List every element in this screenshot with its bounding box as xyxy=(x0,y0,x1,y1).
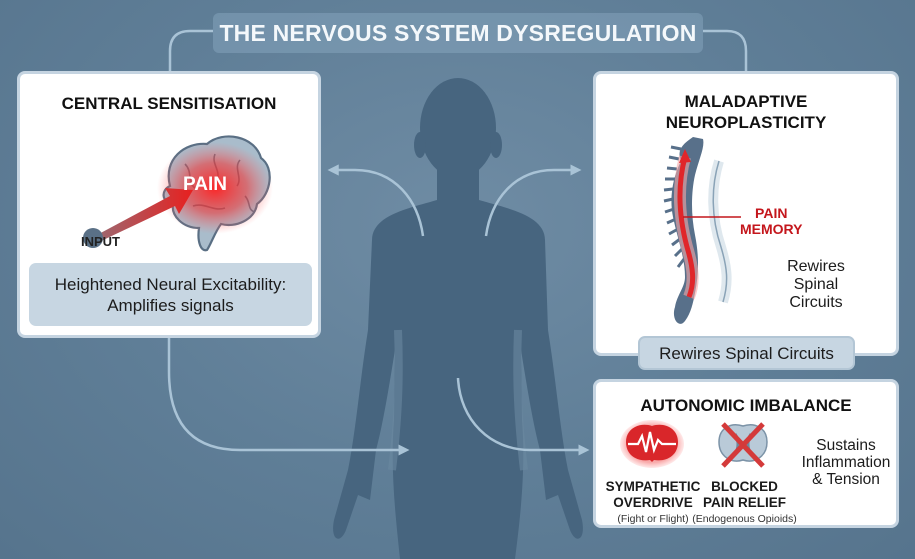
autonomic-item-blocked-relief: BLOCKED PAIN RELIEF (Endogenous Opioids) xyxy=(692,479,797,527)
heartbeat-brain-icon xyxy=(620,420,684,468)
human-silhouette-icon xyxy=(333,78,583,559)
panel-title: MALADAPTIVE NEUROPLASTICITY xyxy=(596,91,896,133)
side-text-line-1: Sustains xyxy=(816,437,876,454)
item-sub: (Endogenous Opioids) xyxy=(692,513,797,525)
panel-maladaptive-neuroplasticity: MALADAPTIVE NEUROPLASTICITY PAIN MEMORY … xyxy=(593,71,899,356)
autonomic-item-sympathetic: SYMPATHETIC OVERDRIVE (Fight or Flight) xyxy=(598,479,708,527)
arrow-body-to-autonomic xyxy=(456,377,590,456)
item-label-line-1: SYMPATHETIC xyxy=(605,479,701,494)
spine-icon xyxy=(663,137,741,324)
item-label-line-2: OVERDRIVE xyxy=(613,495,693,510)
panel-title: AUTONOMIC IMBALANCE xyxy=(640,396,852,415)
side-text-line-3: Circuits xyxy=(789,294,843,311)
side-text: Sustains Inflammation & Tension xyxy=(796,437,896,488)
panel-autonomic-imbalance: AUTONOMIC IMBALANCE SYMPATHETIC OVERDRIV… xyxy=(593,379,899,528)
summary-line-2: Amplifies signals xyxy=(107,295,234,315)
item-label-line-1: BLOCKED xyxy=(711,479,778,494)
pain-memory-label: PAIN MEMORY xyxy=(740,205,802,237)
blocked-spinal-cord-icon xyxy=(718,422,768,468)
arrow-to-neuroplasticity xyxy=(484,164,582,237)
brain-icon xyxy=(83,135,273,252)
panel-title-line-1: MALADAPTIVE xyxy=(684,92,808,111)
panel-title-line-2: NEUROPLASTICITY xyxy=(665,113,827,132)
pain-label: PAIN xyxy=(183,174,227,195)
side-text: Rewires Spinal Circuits xyxy=(766,258,866,312)
input-label: INPUT xyxy=(81,234,120,249)
title-connector-right xyxy=(703,29,748,72)
item-sub: (Fight or Flight) xyxy=(617,513,689,525)
pain-memory-line-1: PAIN xyxy=(755,205,788,221)
pain-memory-line-2: MEMORY xyxy=(740,221,803,237)
arrow-to-central-sensitisation xyxy=(327,164,425,237)
panel-title: CENTRAL SENSITISATION xyxy=(61,94,277,113)
summary-line-1: Heightened Neural Excitability: xyxy=(54,274,287,294)
item-label-line-2: PAIN RELIEF xyxy=(702,495,786,510)
footer-pill: Rewires Spinal Circuits xyxy=(638,336,855,370)
side-text-line-1: Rewires xyxy=(787,258,845,275)
side-text-line-2: Inflammation xyxy=(801,454,891,471)
summary-pill: Heightened Neural Excitability: Amplifie… xyxy=(29,263,312,326)
panel-central-sensitisation: CENTRAL SENSITISATION PAIN INPUT Heighte… xyxy=(17,71,321,338)
side-text-line-3: & Tension xyxy=(812,471,880,488)
page-title: THE NERVOUS SYSTEM DYSREGULATION xyxy=(213,13,703,53)
arrow-sensitisation-to-body xyxy=(167,337,410,456)
title-connector-left xyxy=(168,29,213,72)
side-text-line-2: Spinal xyxy=(793,276,839,293)
